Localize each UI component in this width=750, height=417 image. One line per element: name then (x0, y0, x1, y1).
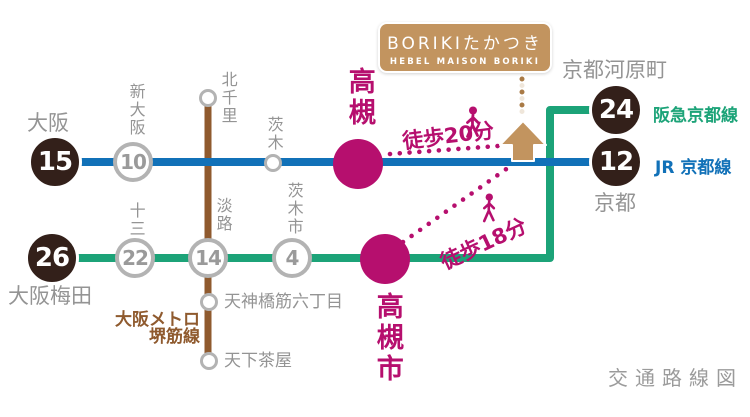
station-label-kita-senri: 北千里 (218, 71, 238, 125)
line-label-metro-line1: 大阪メトロ (115, 310, 200, 330)
station-dot-kita-senri (199, 89, 217, 107)
station-label-kyoto: 京都 (594, 191, 636, 215)
station-label-awaji: 淡路 (213, 197, 233, 233)
station-label-kyoto-kawaramachi: 京都河原町 (562, 58, 667, 82)
station-badge-kyoto-kawaramachi: 24 (589, 83, 643, 137)
station-dot-tengachaya (200, 352, 218, 370)
station-label-ibaraki: 茨木 (264, 116, 284, 152)
station-badge-ibaraki-shi: 4 (272, 238, 312, 278)
property-sign-subtitle: HEBEL MAISON BORIKI (389, 56, 541, 67)
walking-person-icon (466, 106, 480, 138)
station-dot-takatsuki-shi (360, 234, 410, 284)
station-dot-takatsuki (333, 139, 383, 189)
station-label-shin-osaka: 新大阪 (126, 83, 146, 137)
station-label-tengachaya: 天下茶屋 (224, 351, 292, 371)
line-label-osaka-metro-sakaisuji: 大阪メトロ 堺筋線 (108, 312, 200, 346)
location-arrow-icon (499, 120, 547, 162)
station-label-tenjimbashisuji-6: 天神橋筋六丁目 (224, 292, 343, 312)
property-sign: BORIKIたかつき HEBEL MAISON BORIKI (378, 22, 552, 73)
line-label-hankyu-kyoto: 阪急京都線 (653, 106, 738, 126)
property-sign-title: BORIKIたかつき (387, 33, 543, 54)
station-badge-juso: 22 (115, 238, 155, 278)
station-label-takatsuki: 高槻 (343, 67, 375, 129)
walking-person-icon (482, 193, 496, 223)
station-label-takatsuki-shi: 高槻市 (371, 292, 403, 385)
station-dot-ibaraki (264, 154, 282, 172)
station-badge-awaji: 14 (188, 238, 228, 278)
line-label-jr-kyoto: JR 京都線 (655, 158, 732, 178)
station-badge-osaka: 15 (28, 135, 82, 189)
walk-route-takatsuki-dotted (387, 143, 501, 157)
map-caption: 交通路線図 (608, 366, 743, 390)
station-badge-kyoto: 12 (589, 135, 643, 189)
line-label-metro-line2: 堺筋線 (149, 327, 200, 347)
station-label-osaka: 大阪 (27, 111, 69, 135)
station-label-ibaraki-shi: 茨木市 (284, 182, 304, 236)
station-dot-tenjimbashisuji-6 (200, 293, 218, 311)
walk-route-takatsukishi-dotted (400, 162, 515, 245)
station-badge-shin-osaka: 10 (113, 142, 153, 182)
station-label-osaka-umeda: 大阪梅田 (8, 284, 92, 308)
station-label-juso: 十三 (126, 202, 146, 238)
station-badge-osaka-umeda: 26 (25, 231, 79, 285)
